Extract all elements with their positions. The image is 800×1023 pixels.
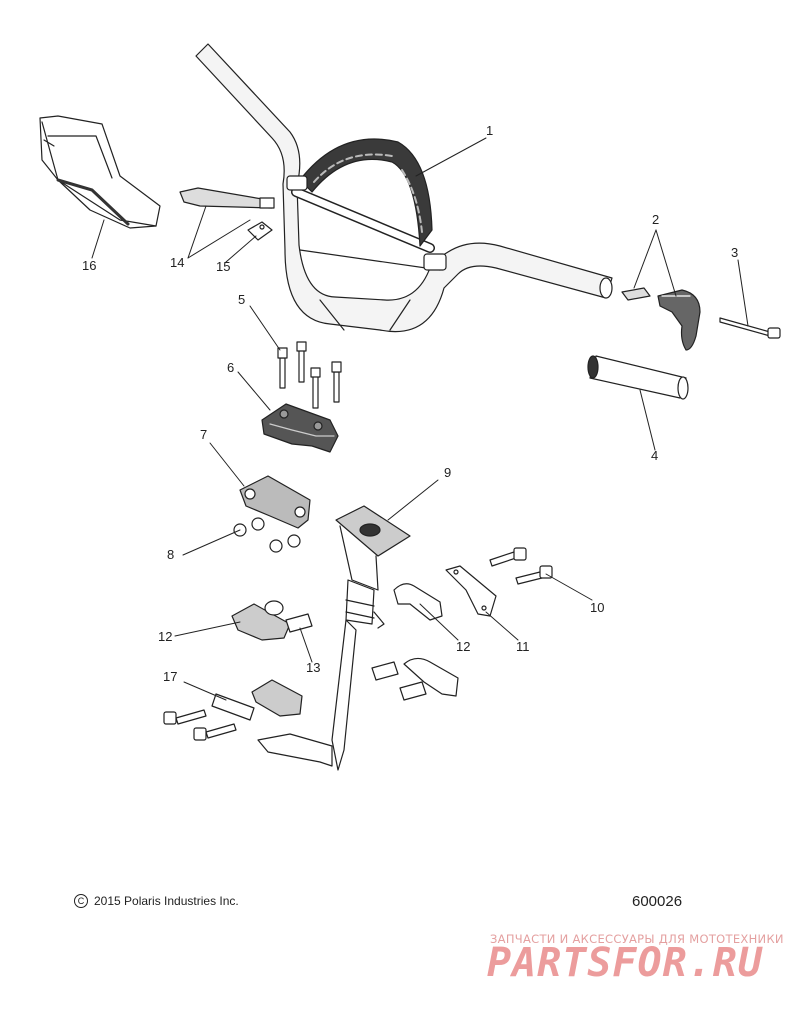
- bracket-bolts-part: [489, 547, 553, 585]
- callout-7: 7: [200, 427, 208, 442]
- callout-2: 2: [652, 212, 660, 227]
- spacers-part: [285, 613, 427, 701]
- copyright-text: 2015 Polaris Industries Inc.: [94, 894, 239, 908]
- diagram-number: 600026: [632, 893, 683, 910]
- callout-5: 5: [238, 292, 246, 307]
- callout-10: 10: [590, 600, 605, 615]
- grip-part: [587, 355, 689, 400]
- callout-3: 3: [731, 245, 739, 260]
- callout-11: 11: [516, 639, 530, 654]
- upper-clamp-part: [261, 403, 339, 453]
- lower-clamp-left-part: [251, 679, 303, 717]
- copyright-notice: C 2015 Polaris Industries Inc.: [74, 894, 239, 908]
- callout-12-left: 12: [158, 629, 173, 644]
- leader-lines: [91, 137, 749, 701]
- mid-clamp-right-part: [393, 583, 443, 621]
- lower-clamp-right-part: [403, 657, 459, 697]
- plate-bolts-part: [163, 693, 255, 741]
- throttle-parts: [621, 287, 701, 351]
- callout-14: 14: [170, 255, 185, 270]
- watermark-logo: PARTSFOR.RU: [487, 940, 763, 986]
- mirror-part: [39, 115, 161, 229]
- callout-13: 13: [306, 660, 321, 675]
- callout-15: 15: [216, 259, 231, 274]
- mid-clamp-left-part: [231, 600, 291, 641]
- callout-17: 17: [163, 669, 178, 684]
- clamp-bolts-part: [277, 341, 342, 409]
- callout-16: 16: [82, 258, 97, 273]
- callout-9: 9: [444, 465, 452, 480]
- bracket-part: [445, 565, 497, 617]
- long-bolt-part: [719, 317, 781, 339]
- callout-4: 4: [651, 448, 659, 463]
- lower-clamp-part: [239, 475, 311, 529]
- callout-1: 1: [486, 123, 494, 138]
- callout-12-right: 12: [456, 639, 471, 654]
- watermark-tagline: ЗАПЧАСТИ И АКСЕССУАРЫ ДЛЯ МОТОТЕХНИКИ: [490, 932, 784, 946]
- mirror-mount-part: [179, 187, 275, 241]
- callout-6: 6: [227, 360, 235, 375]
- nuts-part: [233, 517, 301, 553]
- steering-post-part: [257, 505, 411, 771]
- handlebar-part: [195, 43, 613, 333]
- copyright-symbol: C: [74, 894, 88, 908]
- callout-8: 8: [167, 547, 175, 562]
